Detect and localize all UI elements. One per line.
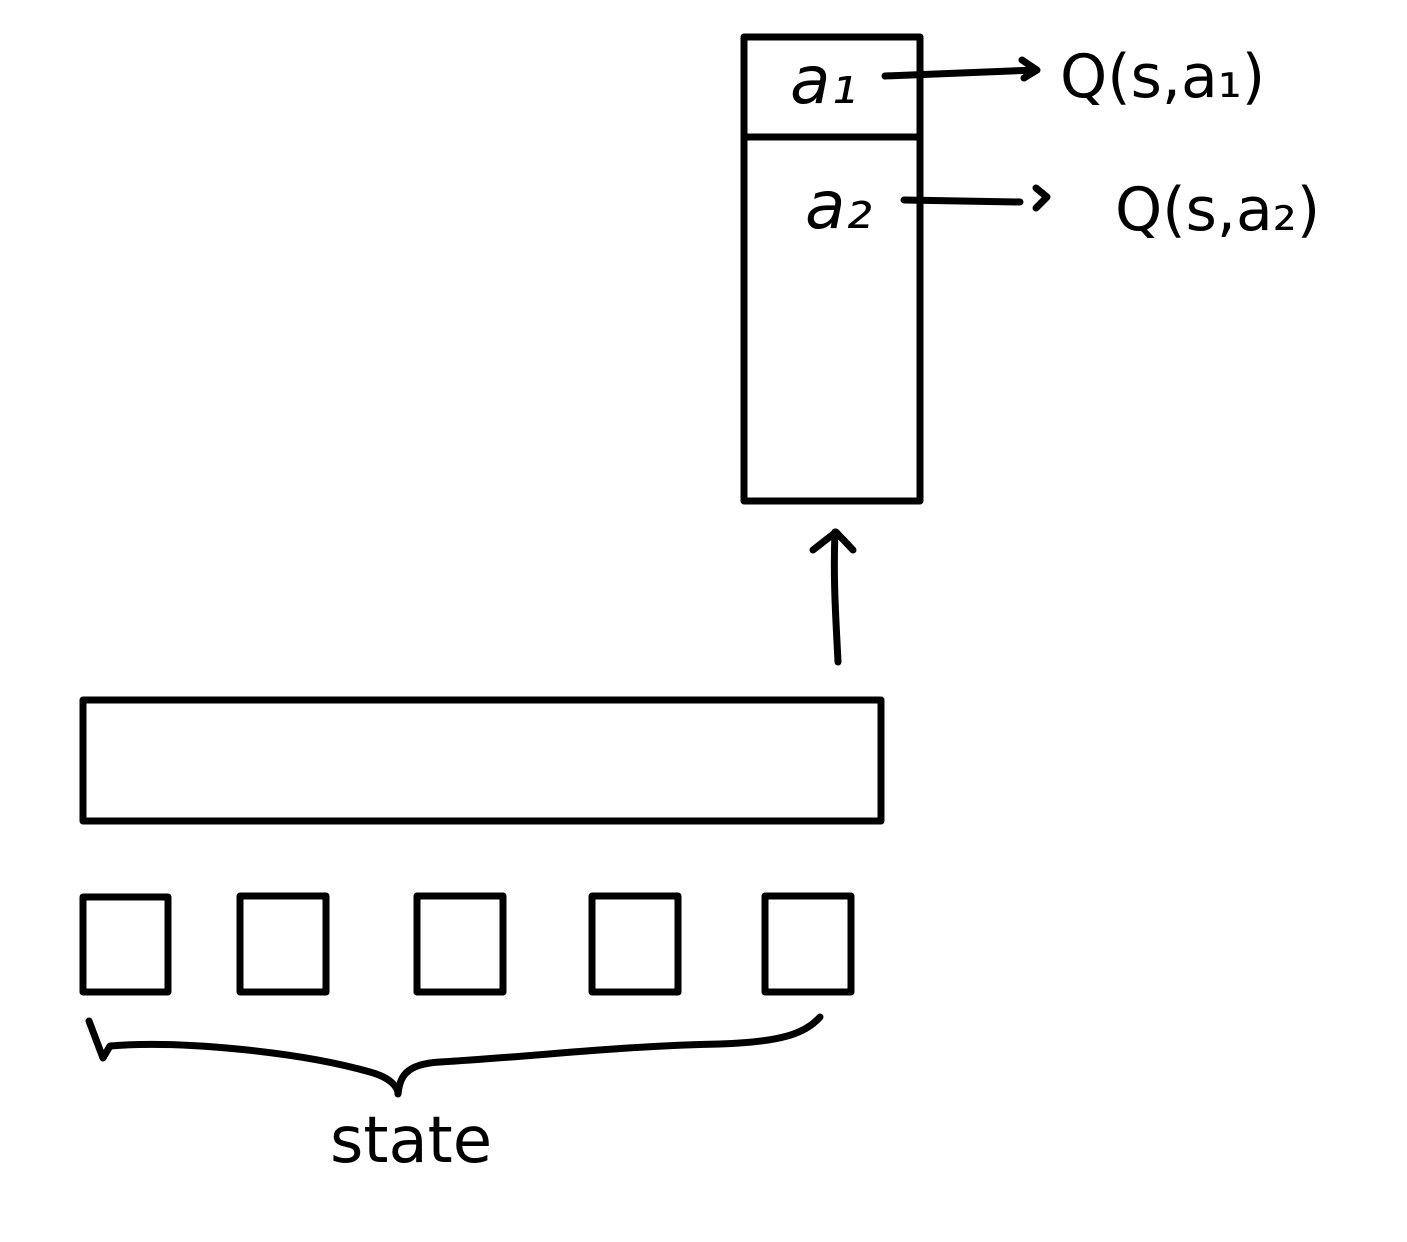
action-label-a1: a₁: [790, 42, 857, 119]
q-arrow-a1: [881, 56, 1041, 82]
state-brace: [85, 1013, 824, 1098]
state-input-cells: [79, 892, 855, 996]
q-value-label-a2: Q(s,a₂): [1115, 175, 1320, 245]
state-cell: [79, 893, 172, 996]
q-value-label-a1: Q(s,a₁): [1060, 42, 1265, 112]
action-label-a2: a₂: [805, 167, 872, 244]
q-arrow-a2: [900, 184, 1051, 212]
state-cell: [413, 892, 507, 996]
state-label: state: [330, 1104, 492, 1178]
output-layer: [740, 33, 924, 505]
forward-arrow: [809, 528, 857, 666]
state-cell: [236, 892, 330, 996]
state-cell: [588, 892, 682, 996]
hidden-layer: [79, 696, 885, 825]
state-cell: [761, 892, 855, 996]
